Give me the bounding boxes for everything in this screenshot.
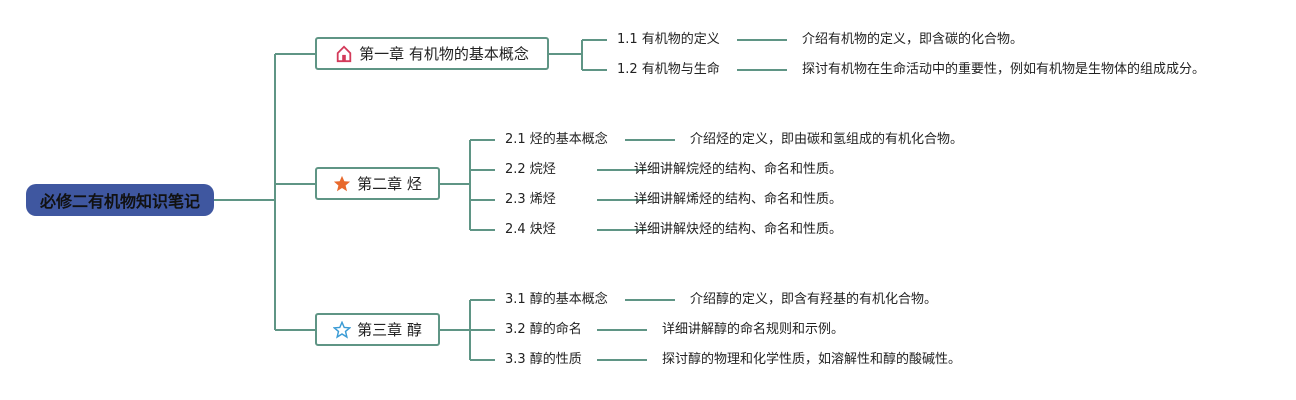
chapter-title: 第一章 有机物的基本概念	[359, 45, 529, 63]
topic-3-3-desc[interactable]: 探讨醇的物理和化学性质，如溶解性和醇的酸碱性。	[662, 352, 962, 367]
topic-2-4[interactable]: 2.4 炔烃	[505, 222, 556, 237]
chapter-1-node[interactable]: 第一章 有机物的基本概念	[315, 37, 549, 70]
star-filled-icon	[334, 175, 351, 191]
topic-3-3[interactable]: 3.3 醇的性质	[505, 352, 582, 367]
topic-2-1[interactable]: 2.1 烃的基本概念	[505, 132, 608, 147]
topic-2-2[interactable]: 2.2 烷烃	[505, 162, 556, 177]
topic-1-2-desc[interactable]: 探讨有机物在生命活动中的重要性，例如有机物是生物体的组成成分。	[802, 62, 1206, 77]
topic-3-2-desc[interactable]: 详细讲解醇的命名规则和示例。	[662, 322, 845, 337]
root-title: 必修二有机物知识笔记	[39, 192, 200, 211]
topic-2-3-desc[interactable]: 详细讲解烯烃的结构、命名和性质。	[634, 192, 843, 207]
topic-2-2-desc[interactable]: 详细讲解烷烃的结构、命名和性质。	[634, 162, 843, 177]
topic-3-1-desc[interactable]: 介绍醇的定义，即含有羟基的有机化合物。	[690, 292, 938, 307]
star-outline-icon	[333, 320, 352, 339]
topic-2-4-desc[interactable]: 详细讲解炔烃的结构、命名和性质。	[634, 222, 843, 237]
chapter-title: 第三章 醇	[357, 321, 422, 339]
chapter-2-node[interactable]: 第二章 烃	[315, 167, 440, 200]
topic-3-2[interactable]: 3.2 醇的命名	[505, 322, 582, 337]
topic-1-2[interactable]: 1.2 有机物与生命	[617, 62, 720, 77]
topic-2-1-desc[interactable]: 介绍烃的定义，即由碳和氢组成的有机化合物。	[690, 132, 964, 147]
topic-1-1[interactable]: 1.1 有机物的定义	[617, 32, 720, 47]
root-node[interactable]: 必修二有机物知识笔记	[26, 184, 214, 216]
topic-1-1-desc[interactable]: 介绍有机物的定义，即含碳的化合物。	[802, 32, 1024, 47]
home-icon	[336, 45, 352, 62]
topic-3-1[interactable]: 3.1 醇的基本概念	[505, 292, 608, 307]
chapter-title: 第二章 烃	[357, 175, 422, 193]
topic-2-3[interactable]: 2.3 烯烃	[505, 192, 556, 207]
chapter-3-node[interactable]: 第三章 醇	[315, 313, 440, 346]
